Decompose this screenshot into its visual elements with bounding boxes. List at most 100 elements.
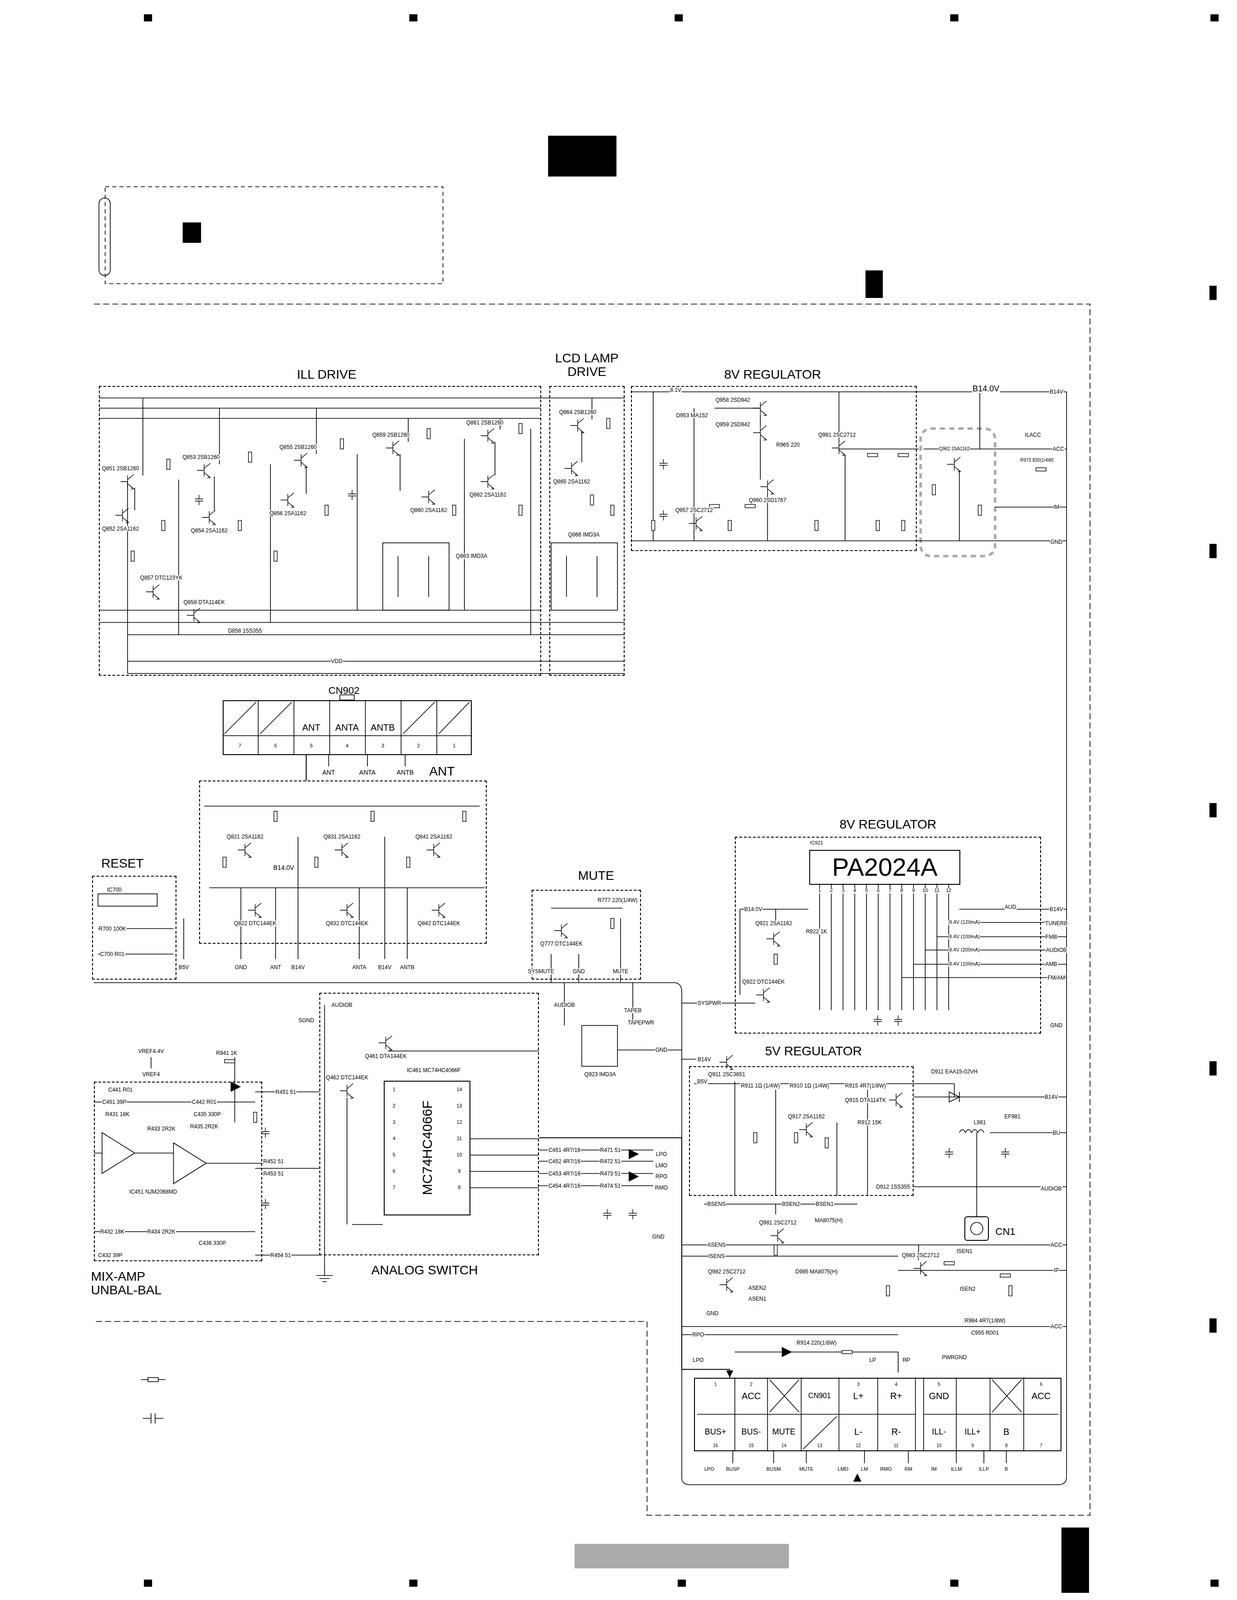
component-label: C452 4R7/16 (547, 1158, 582, 1165)
component-label: Q854 2SA1162 (190, 528, 229, 534)
component-label: 7 (888, 888, 892, 894)
component-label: R435 2R2K (189, 1124, 219, 1130)
component-label: 13 (816, 1443, 823, 1449)
component-label: 1 (713, 1382, 718, 1388)
component-label: B14.0V (273, 864, 295, 871)
block-heading: MUTE (577, 868, 614, 883)
component-label: MUTE (798, 1466, 814, 1473)
component-label: ANT (269, 964, 282, 971)
wires (93, 391, 1067, 1486)
component-label: Q777 DTC144EK (539, 941, 583, 948)
component-label: Q957 2SC2712 (674, 507, 714, 514)
connector (305, 755, 307, 781)
component-label: FMB (1045, 933, 1058, 940)
component-label: 3 (381, 743, 385, 749)
capacitor-symbols (195, 459, 1010, 1220)
component-label: AUDIOB (331, 1002, 353, 1009)
component-label: MUTE (612, 968, 629, 975)
component-label: IC700 (106, 887, 123, 894)
component-label: Q858 DTA114EK (183, 599, 226, 606)
component-label: LPO (655, 1151, 668, 1158)
component-label: 8 (1004, 1443, 1009, 1449)
ic-chip: PA2024A (809, 850, 961, 885)
component-label: R452 51 (262, 1158, 284, 1165)
component-label: ASEN1 (748, 1296, 767, 1303)
chip-name: PA2024A (831, 853, 938, 882)
component-label: Q911 2SC3651 (707, 1071, 746, 1078)
component-label: RP (902, 1357, 911, 1364)
component-label: VREF4 (141, 1071, 161, 1078)
component-label: FM/AM (1046, 974, 1066, 981)
component-label: 15 (748, 1443, 754, 1449)
component-label: 4 (345, 743, 349, 749)
component-label: LPO (692, 1357, 705, 1364)
component-label: TAPEPWR (627, 1019, 655, 1026)
block-heading: 8V REGULATOR (839, 817, 937, 832)
component-label: IC461 MC74HC4066F (406, 1067, 462, 1074)
component-label: RPO (655, 1173, 668, 1180)
component-label: B5V (696, 1079, 709, 1086)
component-label: AUD (1004, 904, 1017, 911)
component-label: 6 (391, 1168, 396, 1175)
component-label: R912 15K (856, 1119, 882, 1126)
component-label: 8.4V (100mA) (948, 934, 981, 940)
component-label: B14.0V (972, 384, 1000, 394)
component-label: R700 100K (97, 925, 127, 932)
component-label: Q866 IMD3A (567, 532, 600, 538)
component-label: 7 (238, 743, 242, 749)
component-label: B (1002, 1427, 1010, 1437)
component-label: LP (868, 1357, 877, 1364)
component-label: RMO (879, 1466, 893, 1473)
component-label: 4 (894, 1382, 899, 1388)
connector-box: CN901 (694, 1378, 1062, 1452)
component-label: 11 (933, 888, 940, 894)
component-label: B14V (1049, 906, 1064, 913)
component-label: 4 (391, 1136, 396, 1142)
highlight-frame (920, 428, 996, 557)
component-label: R451 51 (274, 1089, 297, 1096)
component-label: GND (705, 1310, 719, 1317)
component-label: BUSP (725, 1466, 741, 1473)
component-label: D911 EAA15-02VH (930, 1068, 978, 1075)
component-label: 2 (749, 1382, 753, 1388)
component-label: L- (853, 1427, 863, 1437)
component-label: MUTE (772, 1427, 797, 1437)
component-label: 6 (876, 888, 881, 894)
component-label: GND (651, 1234, 665, 1241)
component-label: Q864 2SB1260 (558, 409, 597, 416)
component-label: 7 (1039, 1443, 1043, 1449)
block-heading: MIX-AMP UNBAL-BAL (91, 1270, 171, 1299)
component-label: C451 39P (101, 1099, 127, 1106)
component-label: C441 R01 (107, 1087, 133, 1094)
ic-chip: MC74HC4066F (383, 1080, 471, 1216)
component-label: BSEN2 (781, 1201, 801, 1208)
block-heading: RESET (101, 856, 144, 871)
component-label: BUS+ (704, 1427, 727, 1437)
component-label: AUDIOB (1040, 1186, 1062, 1193)
component-label: GND (572, 968, 586, 975)
component-label: 11 (456, 1136, 463, 1142)
component-label: Q863 IMD3A (455, 553, 488, 560)
component-label: 12 (945, 888, 952, 894)
component-label: D985 MA8075(H) (794, 1268, 838, 1275)
component-label: C451 4R7/16 (547, 1147, 582, 1154)
component-label: LM (860, 1466, 869, 1473)
component-label: Q959 2SD942 (714, 421, 751, 428)
component-label: ACC (741, 1391, 762, 1402)
component-label: IC451 NJM2068MD (128, 1189, 178, 1196)
component-label: ANTA (351, 964, 367, 971)
component-label: 10 (935, 1443, 942, 1449)
component-label: 1 (391, 1087, 396, 1093)
circuit-block: PA2024A8V REGULATOR (734, 836, 1042, 1034)
component-label: R915 4R7(1/8W) (844, 1083, 887, 1090)
component-label: Q962 2SA1162 (938, 446, 971, 452)
component-label: 9 (911, 888, 916, 894)
component-label: GND (655, 1047, 669, 1054)
component-label: 6 (1039, 1382, 1043, 1388)
component-label: TAPEB (623, 1007, 642, 1014)
component-label: 13 (455, 1103, 463, 1110)
component-label: 8.4V (200mA) (948, 947, 981, 954)
component-label: GND (1049, 538, 1063, 545)
component-label: LPO (704, 1466, 715, 1473)
